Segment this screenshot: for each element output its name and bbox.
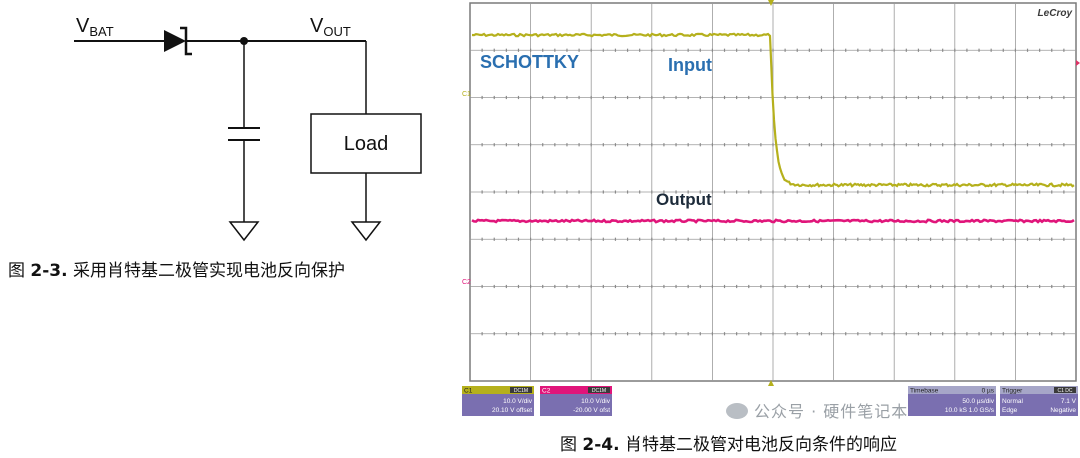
load-box	[310, 113, 422, 174]
oscilloscope-screenshot: LeCroy C1 C2 SCHOTTKY Input Output C1 DC…	[462, 0, 1080, 416]
channel-marker-c1: C1	[462, 91, 471, 98]
svg-text:C1: C1	[464, 388, 473, 395]
timebase-box: Timebase 0 µs 50.0 µs/div 10.0 kS 1.0 GS…	[908, 386, 996, 416]
schottky-label: SCHOTTKY	[480, 52, 579, 72]
scope-brand: LeCroy	[1038, 8, 1073, 19]
svg-text:Edge: Edge	[1002, 407, 1018, 414]
svg-text:C1 DC: C1 DC	[1057, 388, 1072, 394]
channel-c1-box: C1 DC1M 10.0 V/div 20.10 V offset	[462, 386, 534, 416]
svg-text:-20.00 V ofst: -20.00 V ofst	[573, 407, 610, 414]
trigger-box: Trigger C1 DC Normal 7.1 V Edge Negative	[1000, 386, 1078, 416]
circuit-schematic: VBAT VOUT Load	[74, 15, 422, 242]
capacitor-icon	[228, 127, 260, 141]
output-trace	[471, 218, 1075, 224]
input-trace	[471, 32, 1075, 188]
vout-label: VOUT	[310, 15, 351, 39]
trigger-level-marker	[1076, 60, 1080, 66]
channel-c2-box: C2 DC1M 10.0 V/div -20.00 V ofst	[540, 386, 612, 416]
svg-text:Trigger: Trigger	[1002, 388, 1023, 395]
figure-caption-right: 图 2-4. 肖特基二极管对电池反向条件的响应	[560, 435, 897, 455]
svg-text:Normal: Normal	[1002, 398, 1024, 405]
svg-text:Negative: Negative	[1050, 407, 1076, 414]
vbat-label: VBAT	[76, 15, 114, 39]
scope-grid	[469, 3, 1076, 381]
svg-text:20.10 V offset: 20.10 V offset	[492, 407, 532, 414]
svg-text:10.0 V/div: 10.0 V/div	[503, 398, 533, 405]
ground-icon	[350, 221, 382, 242]
output-label: Output	[656, 190, 712, 209]
channel-marker-c2: C2	[462, 279, 471, 286]
svg-text:Timebase: Timebase	[910, 388, 939, 395]
input-label: Input	[668, 55, 712, 75]
trigger-position-marker-bottom	[768, 380, 774, 386]
svg-text:50.0 µs/div: 50.0 µs/div	[962, 398, 994, 405]
trigger-position-marker	[768, 0, 774, 6]
svg-text:7.1 V: 7.1 V	[1061, 398, 1077, 405]
wechat-icon	[726, 403, 748, 419]
svg-text:0 µs: 0 µs	[982, 388, 995, 395]
ground-icon	[228, 221, 260, 242]
svg-text:DC1M: DC1M	[592, 388, 606, 394]
watermark: 公众号 · 硬件笔记本	[726, 398, 908, 422]
svg-text:C2: C2	[542, 388, 551, 395]
svg-text:DC1M: DC1M	[514, 388, 528, 394]
load-label: Load	[344, 133, 389, 155]
svg-text:10.0 kS 1.0 GS/s: 10.0 kS 1.0 GS/s	[945, 407, 995, 414]
svg-text:10.0 V/div: 10.0 V/div	[581, 398, 611, 405]
figure-caption-left: 图 2-3. 采用肖特基二极管实现电池反向保护	[8, 261, 345, 281]
